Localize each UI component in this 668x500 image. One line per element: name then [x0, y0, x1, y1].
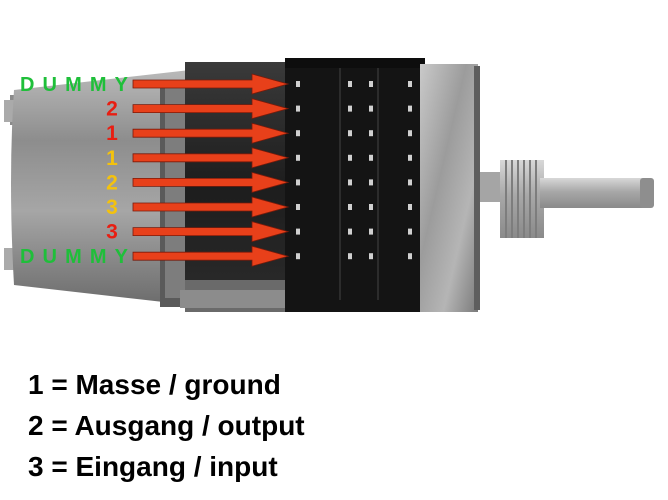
solder-dot — [348, 105, 352, 112]
pin-arrow — [132, 196, 290, 218]
pin-label: 3 — [106, 221, 118, 244]
pin-arrow — [132, 98, 290, 120]
legend-input: 3 = Eingang / input — [28, 451, 278, 482]
solder-dot — [369, 81, 373, 87]
solder-dot — [369, 179, 373, 186]
solder-dot — [408, 130, 412, 137]
black-body — [180, 58, 430, 312]
pin-arrow — [132, 73, 290, 95]
solder-dot — [296, 204, 300, 210]
solder-dot — [369, 130, 373, 137]
solder-dot — [296, 105, 300, 112]
solder-dot — [348, 154, 352, 161]
solder-dot — [369, 228, 373, 235]
solder-dot — [296, 253, 300, 260]
solder-dot — [408, 253, 412, 260]
shaft — [480, 160, 654, 238]
solder-dot — [296, 179, 300, 186]
solder-dot — [348, 228, 352, 235]
legend: 1 = Masse / ground 2 = Ausgang / output … — [28, 364, 305, 487]
solder-dot — [348, 130, 352, 137]
solder-dot — [369, 204, 373, 210]
solder-dot — [408, 204, 412, 210]
solder-pins — [296, 81, 412, 260]
solder-dot — [296, 81, 300, 87]
solder-dot — [348, 81, 352, 87]
pin-label: DUMMY — [20, 246, 129, 268]
pin-arrow — [132, 221, 290, 243]
solder-dot — [408, 81, 412, 87]
solder-dot — [369, 154, 373, 161]
solder-dot — [348, 179, 352, 186]
pin-arrows — [132, 73, 290, 267]
pin-label: 1 — [106, 147, 118, 170]
pin-label: 1 — [106, 122, 118, 145]
pin-arrow — [132, 171, 290, 193]
solder-dot — [296, 154, 300, 161]
pin-label: 2 — [106, 98, 118, 121]
solder-dot — [408, 154, 412, 161]
pin-label: DUMMY — [20, 74, 129, 96]
metal-housing — [420, 64, 480, 312]
solder-dot — [408, 179, 412, 186]
solder-dot — [408, 228, 412, 235]
solder-dot — [296, 228, 300, 235]
pin-label: 2 — [106, 171, 118, 194]
pin-label: 3 — [106, 196, 118, 219]
solder-dot — [369, 253, 373, 260]
pin-arrow — [132, 245, 290, 267]
solder-dot — [296, 130, 300, 137]
solder-dot — [408, 105, 412, 112]
legend-output: 2 = Ausgang / output — [28, 410, 305, 441]
solder-dot — [348, 253, 352, 260]
legend-ground: 1 = Masse / ground — [28, 369, 281, 400]
pin-arrow — [132, 122, 290, 144]
pin-arrow — [132, 147, 290, 169]
solder-dot — [369, 105, 373, 112]
solder-dot — [348, 204, 352, 210]
